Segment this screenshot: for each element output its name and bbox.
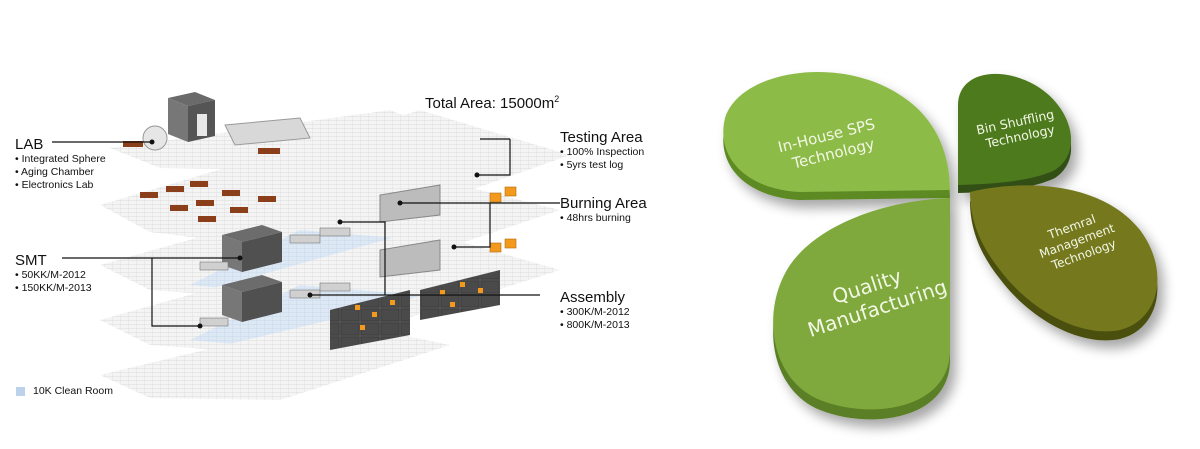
callout-smt-bullet: • 150KK/M-2013	[15, 282, 92, 294]
clover-illustration: In-House SPS Technology Bin Shuffling Te…	[723, 71, 1158, 420]
electronics-lab-wall	[224, 117, 311, 146]
callout-lab-bullet: • Electronics Lab	[15, 179, 94, 191]
petal-bin-shuffling: Bin Shuffling Technology	[958, 73, 1072, 193]
factory-illustration	[52, 92, 570, 400]
factory-floor-diagram: Total Area: 15000m2 LAB • Integrated Sph…	[15, 92, 647, 400]
callout-assembly-title: Assembly	[560, 289, 626, 306]
total-area-label: Total Area: 15000m2	[425, 94, 559, 112]
callout-burning-title: Burning Area	[560, 195, 647, 212]
smt-machine-lower	[222, 275, 282, 322]
clean-room-zone-2	[190, 285, 420, 350]
total-area-superscript: 2	[554, 94, 560, 104]
callout-testing-bullet: • 5yrs test log	[560, 159, 624, 171]
lab-desks	[123, 141, 280, 222]
callout-smt: SMT • 50KK/M-2012 • 150KK/M-2013	[15, 252, 92, 295]
callout-smt-bullet: • 50KK/M-2012	[15, 269, 86, 281]
callout-dots	[149, 139, 480, 329]
legend-clean-room: 10K Clean Room	[16, 385, 113, 397]
callout-lines	[52, 138, 560, 327]
petal-quality-manufacturing: Quality Manufacturing	[773, 198, 950, 420]
callout-testing-title: Testing Area	[560, 129, 643, 146]
legend-label: 10K Clean Room	[33, 385, 113, 397]
callout-lab-bullet: • Integrated Sphere	[15, 153, 106, 165]
callout-lab: LAB • Integrated Sphere • Aging Chamber …	[15, 136, 106, 192]
clean-room-swatch	[16, 386, 25, 396]
callout-assembly-bullet: • 800K/M-2013	[560, 319, 630, 331]
capabilities-clover-diagram: In-House SPS Technology Bin Shuffling Te…	[700, 0, 1200, 449]
callout-testing-bullet: • 100% Inspection	[560, 146, 645, 158]
callout-burning-bullet: • 48hrs burning	[560, 212, 631, 224]
floor-4	[100, 110, 570, 250]
total-area-text: Total Area: 15000m	[425, 95, 555, 112]
callout-assembly: Assembly • 300K/M-2012 • 800K/M-2013	[560, 289, 630, 332]
callout-lab-title: LAB	[15, 136, 44, 153]
integrated-sphere	[142, 125, 168, 151]
petal-in-house-sps: In-House SPS Technology	[723, 71, 950, 200]
aging-chamber	[168, 92, 215, 142]
callout-burning-area: Burning Area • 48hrs burning	[560, 195, 647, 225]
callout-smt-title: SMT	[15, 252, 47, 269]
callout-testing-area: Testing Area • 100% Inspection • 5yrs te…	[560, 129, 644, 172]
callout-assembly-bullet: • 300K/M-2012	[560, 306, 630, 318]
petal-thermal-management: Themral Management Technology	[970, 185, 1158, 341]
callout-lab-bullet: • Aging Chamber	[15, 166, 94, 178]
assembly-lines	[199, 227, 351, 327]
